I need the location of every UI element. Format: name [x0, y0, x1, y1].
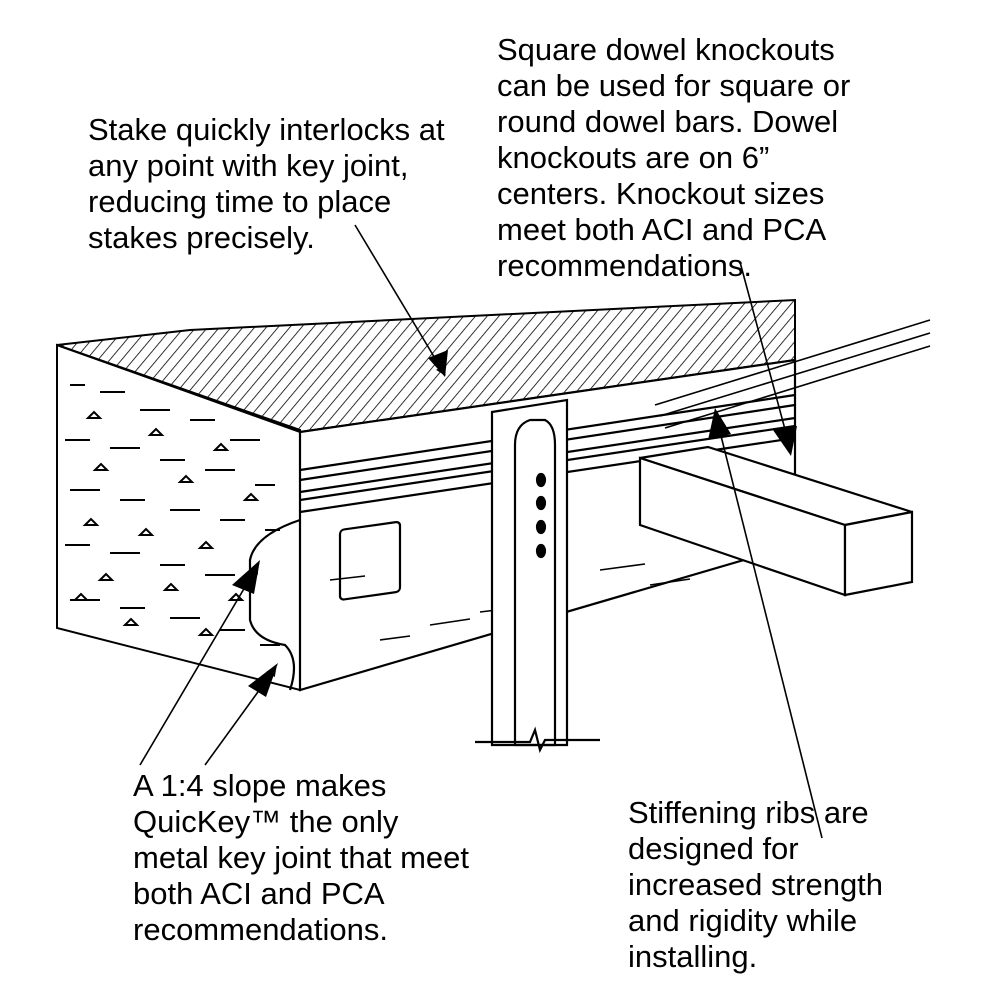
extra-rib-lines: [654, 319, 931, 429]
callout-line: QuicKey™ the only: [133, 804, 399, 839]
callout-stake-interlock: Stake quickly interlocks at any point wi…: [88, 112, 445, 256]
callout-line: any point with key joint,: [88, 148, 409, 183]
callout-line: recommendations.: [133, 912, 389, 947]
callout-line: Stiffening ribs are: [628, 795, 869, 830]
callout-dowel-knockouts: Square dowel knockouts can be used for s…: [497, 32, 850, 284]
callout-line: meet both ACI and PCA: [497, 212, 827, 247]
callout-line: designed for: [628, 831, 799, 866]
callout-line: Stake quickly interlocks at: [88, 112, 445, 147]
callout-slope: A 1:4 slope makes QuicKey™ the only meta…: [133, 768, 469, 948]
callout-line: increased strength: [628, 867, 884, 902]
callout-line: both ACI and PCA: [133, 876, 385, 911]
callout-line: metal key joint that meet: [133, 840, 469, 875]
callout-line: installing.: [628, 939, 758, 974]
callout-line: round dowel bars. Dowel: [497, 104, 839, 139]
callout-line: stakes precisely.: [88, 220, 315, 255]
dowel-bar: [638, 445, 914, 597]
callout-line: can be used for square or: [497, 68, 851, 103]
callout-line: Square dowel knockouts: [497, 32, 835, 67]
callout-line: A 1:4 slope makes: [133, 768, 387, 803]
hatched-ground: [56, 298, 796, 434]
callout-stiffening-ribs: Stiffening ribs are designed for increas…: [628, 795, 883, 975]
stake: [475, 398, 600, 754]
callout-line: knockouts are on 6”: [497, 140, 770, 175]
callout-line: and rigidity while: [628, 903, 858, 938]
callout-line: reducing time to place: [88, 184, 392, 219]
arrow-tips: [232, 350, 797, 697]
callout-line: centers. Knockout sizes: [497, 176, 825, 211]
callout-line: recommendations.: [497, 248, 753, 283]
